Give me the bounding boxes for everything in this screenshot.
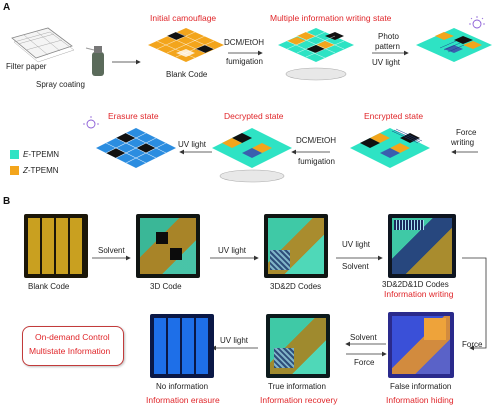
label-writing: writing	[451, 138, 475, 147]
label-blank-b: Blank Code	[28, 282, 70, 291]
label-uv-1: UV light	[372, 58, 401, 67]
label-blank-code: Blank Code	[166, 70, 208, 79]
state-encrypted: Encrypted state	[364, 111, 424, 121]
label-b-uv-3: UV light	[220, 336, 249, 345]
tile-false-information	[388, 312, 454, 378]
tile-blank-code	[24, 214, 88, 278]
erasure-grid	[96, 128, 176, 168]
pattern-grid	[416, 28, 492, 62]
label-filter-paper: Filter paper	[6, 62, 47, 71]
label-b-solvent-2: Solvent	[342, 262, 369, 271]
red-info-erasure: Information erasure	[146, 395, 220, 405]
label-true-info: True information	[268, 382, 326, 391]
tile-3d-code	[136, 214, 200, 278]
red-info-recovery: Information recovery	[260, 395, 338, 405]
label-photo: Photo	[378, 32, 399, 41]
tile-no-information	[150, 314, 214, 378]
label-b-uv-2: UV light	[342, 240, 371, 249]
red-info-hiding: Information hiding	[386, 395, 454, 405]
label-b-force-right: Force	[462, 340, 483, 349]
uv-lamp-icon	[469, 16, 485, 29]
label-pattern: pattern	[375, 42, 400, 51]
label-dcm-1: DCM/EtOH	[224, 38, 264, 47]
box-line2: Multistate Information	[29, 346, 111, 356]
spray-can-icon	[85, 46, 104, 76]
tile-3d-2d-1d-codes	[388, 214, 456, 278]
state-erasure: Erasure state	[108, 111, 159, 121]
decrypted-grid	[212, 128, 292, 183]
tile-true-information	[266, 314, 330, 378]
label-dcm-2: DCM/EtOH	[296, 136, 336, 145]
state-multi: Multiple information writing state	[270, 13, 392, 23]
label-uv-2: UV light	[178, 140, 207, 149]
state-initial: Initial camouflage	[150, 13, 217, 23]
tile-3d-2d-codes	[264, 214, 328, 278]
panel-a-letter: A	[3, 2, 11, 13]
legend-z-label: Z-TPEMN	[23, 166, 59, 175]
label-false-info: False information	[390, 382, 452, 391]
red-info-writing: Information writing	[384, 289, 454, 299]
on-demand-box: On-demand Control Multistate Information	[22, 326, 124, 366]
encrypted-grid	[350, 128, 430, 168]
legend-e-label: E-TPEMN	[23, 150, 60, 159]
label-b-force-3: Force	[354, 358, 375, 367]
label-fumigation-1: fumigation	[226, 57, 263, 66]
state-decrypted: Decrypted state	[224, 111, 284, 121]
label-3d-code: 3D Code	[150, 282, 182, 291]
label-no-info: No information	[156, 382, 209, 391]
legend-z-swatch	[10, 166, 19, 175]
filter-paper-icon	[11, 27, 75, 63]
label-3d-2d-1d: 3D&2D&1D Codes	[382, 280, 449, 289]
label-force: Force	[456, 128, 477, 137]
label-fumigation-2: fumigation	[298, 157, 335, 166]
label-spray-coating: Spray coating	[36, 80, 85, 89]
uv-lamp-icon-2	[83, 116, 99, 129]
label-b-solvent-1: Solvent	[98, 246, 125, 255]
label-b-solvent-3: Solvent	[350, 333, 377, 342]
multi-writing-grid	[278, 28, 354, 81]
arrow-b-force-right	[462, 257, 487, 351]
label-3d-2d: 3D&2D Codes	[270, 282, 322, 291]
label-b-uv-1: UV light	[218, 246, 247, 255]
blank-code-grid	[148, 28, 224, 62]
panel-b-letter: B	[3, 196, 11, 207]
legend-e-swatch	[10, 150, 19, 159]
box-line1: On-demand Control	[35, 332, 110, 342]
